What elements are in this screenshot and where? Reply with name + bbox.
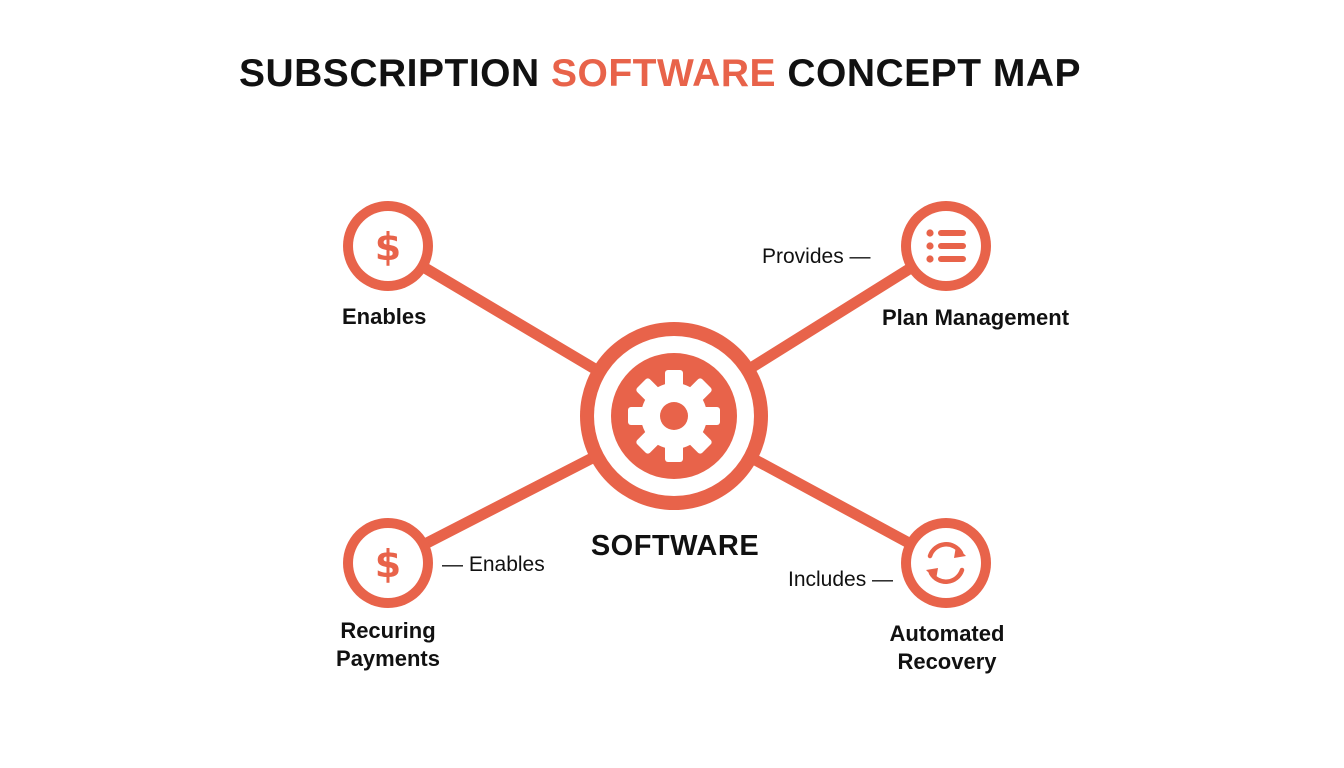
node-top-right	[901, 201, 991, 291]
title-part-3: CONCEPT MAP	[776, 52, 1082, 95]
node-bottom-right	[901, 518, 991, 608]
node-label-bottom-left: Recuring Payments	[336, 618, 440, 671]
diagram-title: SUBSCRIPTION SOFTWARE CONCEPT MAP	[0, 52, 1320, 96]
gear-icon	[628, 370, 720, 462]
hub-label: SOFTWARE	[590, 530, 760, 562]
hub-node	[580, 322, 768, 510]
node-bottom-left: $	[343, 518, 433, 608]
title-part-2-accent: SOFTWARE	[551, 52, 776, 95]
refresh-icon	[926, 542, 966, 584]
list-icon	[926, 229, 966, 263]
dollar-icon: $	[375, 225, 401, 269]
connector-label-bottom-right: Includes —	[788, 568, 894, 591]
node-label-top-right: Plan Management	[882, 305, 1070, 330]
node-label-top-left: Enables	[342, 304, 427, 329]
dollar-icon: $	[375, 542, 401, 586]
node-top-left: $	[343, 201, 433, 291]
connector-label-top-right: Provides —	[762, 245, 871, 268]
node-label-bottom-right: Automated Recovery	[889, 621, 1005, 674]
title-part-1: SUBSCRIPTION	[238, 52, 551, 95]
connector-label-bottom-left: — Enables	[442, 553, 545, 576]
